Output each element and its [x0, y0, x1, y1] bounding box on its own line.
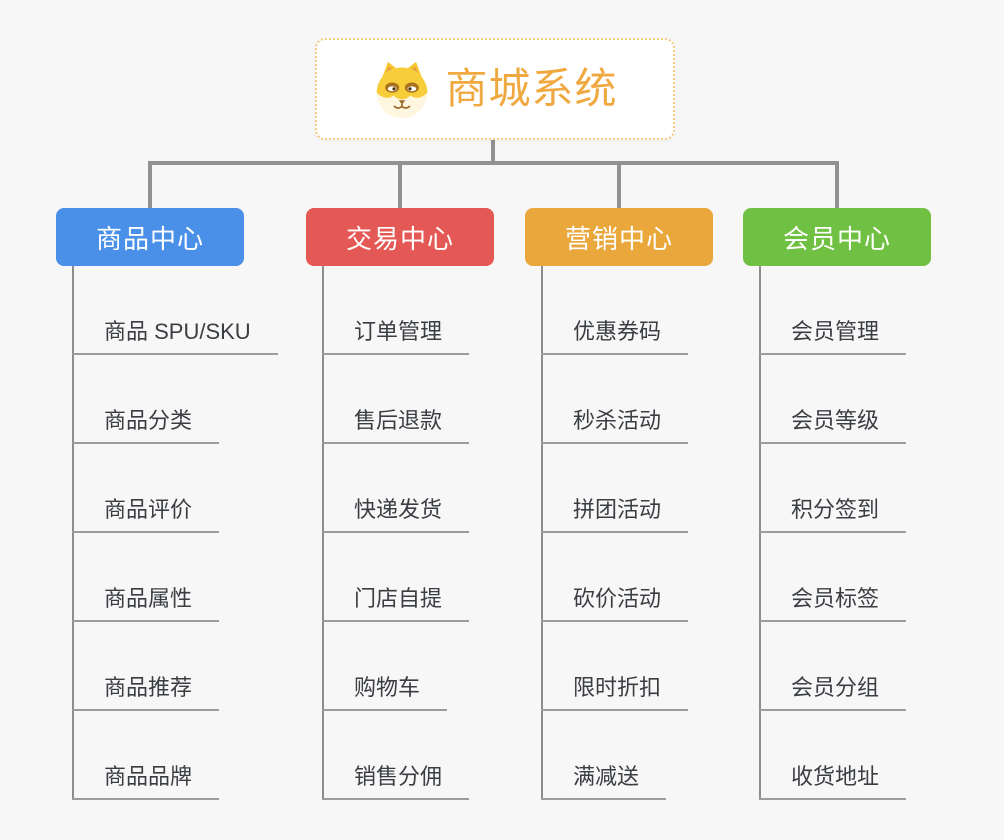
- item-label: 商品品牌: [72, 763, 220, 800]
- spine-marketing-center: [541, 266, 543, 800]
- list-item[interactable]: 拼团活动: [541, 444, 689, 533]
- item-list-product-center: 商品 SPU/SKU 商品分类 商品评价 商品属性 商品推荐 商品品牌: [72, 266, 278, 800]
- item-label: 限时折扣: [541, 674, 689, 711]
- item-label: 砍价活动: [541, 585, 689, 622]
- list-item[interactable]: 秒杀活动: [541, 355, 689, 444]
- branch-product-center[interactable]: 商品中心: [56, 208, 244, 266]
- connector-horizontal-rail: [148, 161, 839, 165]
- item-label: 购物车: [322, 674, 448, 711]
- item-list-marketing-center: 优惠券码 秒杀活动 拼团活动 砍价活动 限时折扣 满减送: [541, 266, 689, 800]
- list-item[interactable]: 会员标签: [759, 533, 907, 622]
- list-item[interactable]: 会员分组: [759, 622, 907, 711]
- list-item[interactable]: 满减送: [541, 711, 688, 800]
- list-item[interactable]: 购物车: [322, 622, 469, 711]
- item-label: 商品评价: [72, 496, 220, 533]
- spine-member-center: [759, 266, 761, 800]
- item-label: 秒杀活动: [541, 407, 689, 444]
- item-label: 售后退款: [322, 407, 470, 444]
- branch-marketing-center[interactable]: 营销中心: [525, 208, 713, 266]
- root-node[interactable]: 商城系统: [315, 38, 675, 140]
- dog-face-icon: [377, 61, 428, 119]
- spine-product-center: [72, 266, 74, 800]
- list-item[interactable]: 积分签到: [759, 444, 907, 533]
- list-item[interactable]: 销售分佣: [322, 711, 470, 800]
- list-item[interactable]: 商品推荐: [72, 622, 278, 711]
- connector-branch-3-stub: [617, 161, 621, 208]
- item-label: 会员等级: [759, 407, 907, 444]
- list-item[interactable]: 优惠券码: [541, 266, 689, 355]
- item-label: 商品推荐: [72, 674, 220, 711]
- list-item[interactable]: 商品属性: [72, 533, 278, 622]
- connector-branch-1-stub: [148, 161, 152, 208]
- item-label: 优惠券码: [541, 318, 689, 355]
- list-item[interactable]: 商品分类: [72, 355, 278, 444]
- list-item[interactable]: 商品 SPU/SKU: [72, 266, 278, 355]
- item-label: 积分签到: [759, 496, 907, 533]
- list-item[interactable]: 会员等级: [759, 355, 907, 444]
- root-title: 商城系统: [445, 65, 618, 112]
- item-label: 订单管理: [322, 318, 470, 355]
- item-label: 满减送: [541, 763, 667, 800]
- item-label: 拼团活动: [541, 496, 689, 533]
- item-label: 门店自提: [322, 585, 470, 622]
- item-label: 会员分组: [759, 674, 907, 711]
- list-item[interactable]: 商品评价: [72, 444, 278, 533]
- item-list-trade-center: 订单管理 售后退款 快递发货 门店自提 购物车 销售分佣: [322, 266, 470, 800]
- item-label: 商品属性: [72, 585, 220, 622]
- item-label: 会员管理: [759, 318, 907, 355]
- list-item[interactable]: 砍价活动: [541, 533, 689, 622]
- list-item[interactable]: 会员管理: [759, 266, 907, 355]
- connector-root-stub: [491, 139, 495, 165]
- list-item[interactable]: 门店自提: [322, 533, 470, 622]
- list-item[interactable]: 限时折扣: [541, 622, 689, 711]
- branch-trade-center[interactable]: 交易中心: [306, 208, 494, 266]
- item-label: 快递发货: [322, 496, 470, 533]
- list-item[interactable]: 售后退款: [322, 355, 470, 444]
- spine-trade-center: [322, 266, 324, 800]
- branch-member-center[interactable]: 会员中心: [743, 208, 931, 266]
- item-list-member-center: 会员管理 会员等级 积分签到 会员标签 会员分组 收货地址: [759, 266, 907, 800]
- item-label: 商品分类: [72, 407, 220, 444]
- connector-branch-4-stub: [835, 161, 839, 208]
- item-label: 收货地址: [759, 763, 907, 800]
- list-item[interactable]: 收货地址: [759, 711, 907, 800]
- list-item[interactable]: 快递发货: [322, 444, 470, 533]
- item-label: 会员标签: [759, 585, 907, 622]
- item-label: 商品 SPU/SKU: [72, 318, 278, 355]
- connector-branch-2-stub: [398, 161, 402, 208]
- item-label: 销售分佣: [322, 763, 470, 800]
- list-item[interactable]: 订单管理: [322, 266, 470, 355]
- list-item[interactable]: 商品品牌: [72, 711, 278, 800]
